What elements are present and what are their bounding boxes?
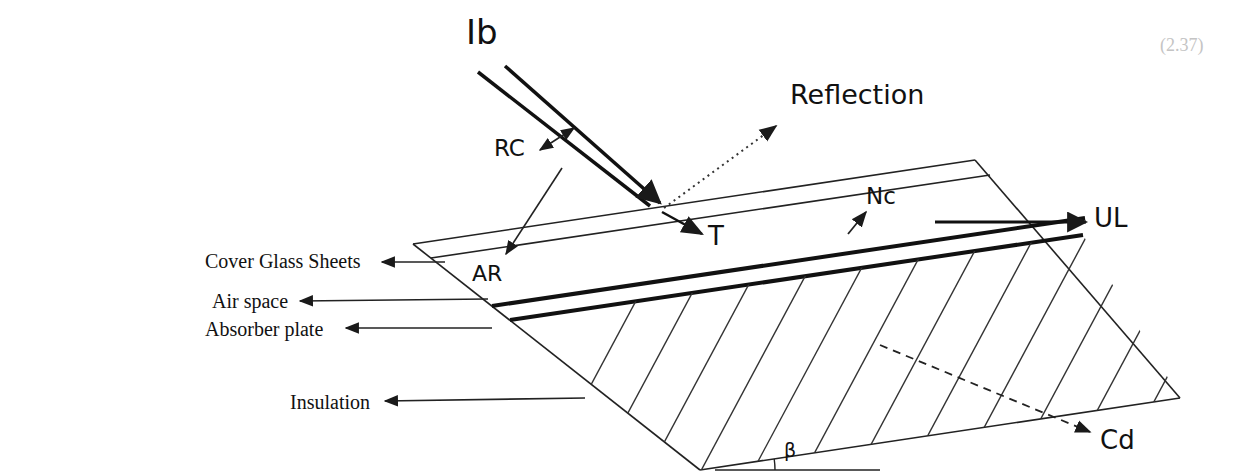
exchange-arrow bbox=[506, 168, 562, 254]
ray-label: T bbox=[708, 222, 724, 251]
layer-label: Insulation bbox=[290, 391, 370, 413]
hatch-line bbox=[644, 200, 794, 474]
loss-arrow bbox=[935, 221, 1086, 224]
hatch-line bbox=[956, 200, 1106, 474]
exchange-label: RC bbox=[494, 136, 525, 161]
layer-label: Cover Glass Sheets bbox=[205, 250, 361, 272]
irradiance-symbol: Ib bbox=[466, 14, 498, 51]
exchange-arrow bbox=[540, 128, 574, 150]
exchange-label: AR bbox=[472, 262, 502, 286]
collector-edge bbox=[975, 160, 1180, 398]
leader-arrow bbox=[382, 261, 445, 263]
hatch-line bbox=[540, 200, 690, 474]
layer-label: Absorber plate bbox=[205, 318, 323, 340]
hatch-line bbox=[592, 200, 742, 474]
beam-ray bbox=[478, 72, 650, 206]
hatch-line bbox=[800, 200, 950, 474]
convection-label: Nc bbox=[866, 184, 896, 209]
conduction-arrow bbox=[880, 345, 1090, 432]
equation-number: (2.37) bbox=[1160, 36, 1204, 56]
hatch-line bbox=[852, 200, 1002, 474]
glass-sheet bbox=[413, 160, 975, 244]
layer-label: Air space bbox=[212, 290, 288, 312]
reflection-ray bbox=[664, 126, 776, 208]
loss-label: UL bbox=[1094, 204, 1128, 233]
beam-ray bbox=[505, 66, 660, 203]
collector-edge bbox=[413, 244, 700, 470]
transmitted-ray bbox=[662, 212, 702, 234]
hatch-line bbox=[904, 200, 1054, 474]
leader-arrow bbox=[300, 299, 488, 301]
angle-arc bbox=[774, 459, 776, 470]
hatch-line bbox=[748, 200, 898, 474]
conduction-label: Cd bbox=[1100, 426, 1135, 455]
horizontal-baseline bbox=[715, 469, 880, 470]
leader-arrow bbox=[385, 398, 585, 401]
hatch-line bbox=[1008, 200, 1158, 474]
angle-label: β bbox=[784, 440, 796, 461]
ray-label: Reflection bbox=[790, 80, 924, 110]
hatch-line bbox=[1060, 200, 1210, 474]
insulation-hatch bbox=[540, 200, 1240, 474]
hatch-line bbox=[696, 200, 846, 474]
leader-arrow bbox=[346, 327, 492, 329]
convection-arrow bbox=[848, 212, 866, 234]
absorber-plate bbox=[492, 218, 1085, 306]
